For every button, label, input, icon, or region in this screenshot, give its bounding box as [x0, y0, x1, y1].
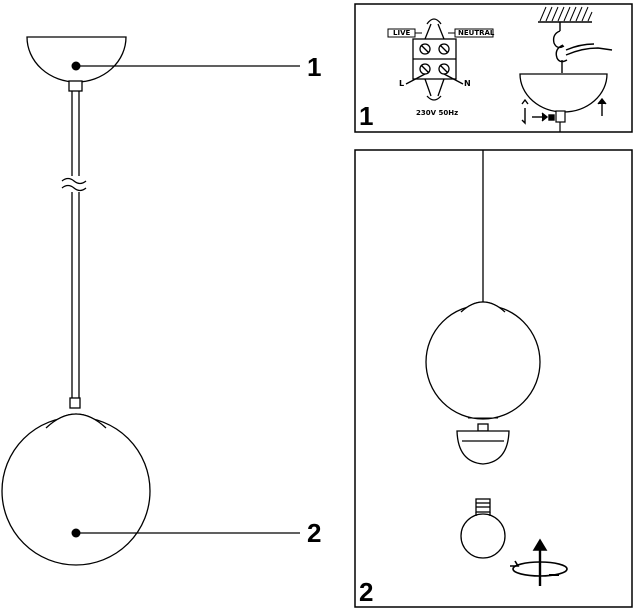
- canopy-cord-grip: [68, 80, 83, 92]
- panel-2-bulb-installation: [354, 149, 633, 608]
- pendant-lamp-overview: [1, 36, 300, 566]
- glass-globe-shade: [1, 416, 151, 566]
- rotation-arrow-icon: [510, 538, 568, 586]
- n-terminal-label: N: [464, 79, 471, 88]
- panel-2-glass-globe: [425, 304, 541, 420]
- canopy-small: [519, 73, 608, 113]
- callout-label-2: 2: [307, 518, 322, 548]
- screw-arrows: [521, 97, 607, 125]
- cord-break-symbol: [61, 177, 87, 192]
- neutral-label: NEUTRAL: [458, 29, 495, 37]
- panel-1-installation: [354, 3, 633, 133]
- panel-1-number: 1: [359, 101, 374, 131]
- live-label: LIVE: [393, 29, 411, 37]
- terminal-block: [405, 18, 464, 101]
- l-terminal-label: L: [399, 79, 405, 88]
- panel-2-number: 2: [359, 577, 374, 607]
- globe-light-bulb: [460, 498, 506, 559]
- voltage-label: 230V 50Hz: [416, 109, 459, 117]
- ceiling-canopy: [26, 36, 127, 83]
- ceiling-hook: [552, 22, 613, 73]
- panel-1-frame: [354, 3, 633, 133]
- callout-label-1: 1: [307, 52, 322, 82]
- lamp-socket: [456, 423, 510, 465]
- ceiling-hatch: [538, 6, 593, 23]
